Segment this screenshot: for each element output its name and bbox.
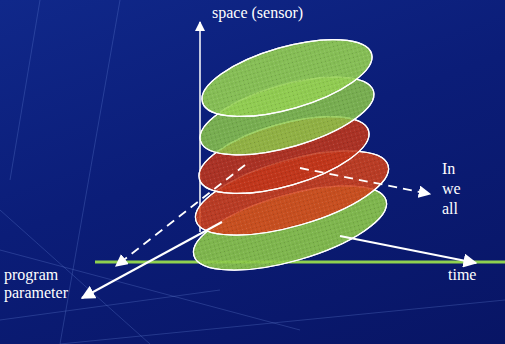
time-axis	[340, 236, 476, 263]
space-axis	[199, 22, 201, 232]
note-text: all	[442, 200, 458, 218]
note-text: we	[442, 180, 461, 198]
parameter-axis	[82, 222, 222, 298]
note-text: In	[442, 160, 455, 178]
dashed-axis	[300, 168, 430, 194]
axis-label: program parameter	[4, 266, 80, 302]
time-line	[95, 261, 505, 264]
dashed-axis	[116, 165, 245, 266]
ellipse-stack	[185, 24, 397, 287]
axis-label: space (sensor)	[212, 4, 303, 22]
axis-label: time	[448, 266, 476, 284]
